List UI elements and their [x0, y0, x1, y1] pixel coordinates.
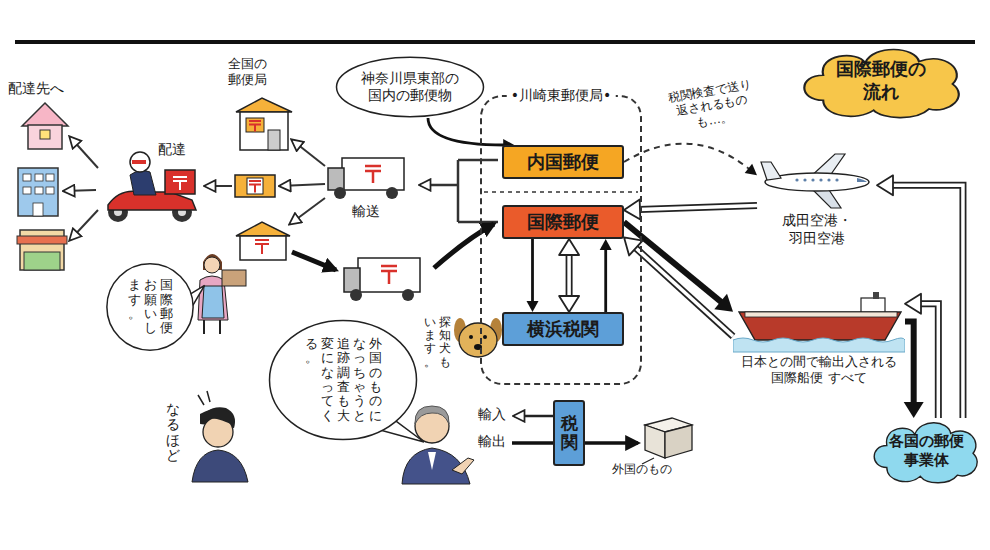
- connector-line: [624, 222, 721, 302]
- connector-inner: [892, 185, 963, 418]
- arrowhead: [877, 175, 893, 195]
- arrowheads: [559, 239, 579, 312]
- import-label: 輸入: [478, 406, 506, 424]
- delivery-label: 配達: [158, 141, 186, 159]
- transport-label: 輸送: [352, 203, 380, 221]
- node-text: 国際郵便お願いします。: [128, 278, 173, 335]
- connector-inner: [920, 304, 938, 418]
- connector-outline: [892, 185, 963, 418]
- arrowhead: [904, 402, 924, 418]
- node-text: 税関: [561, 414, 578, 451]
- arrowhead: [600, 239, 612, 250]
- arrowheads: [714, 294, 733, 312]
- customs-box: 横浜税関: [502, 312, 624, 346]
- arrowheads: [624, 200, 640, 220]
- node-text: 横浜税関: [527, 318, 599, 341]
- connector: [559, 239, 579, 312]
- arrowhead: [745, 164, 757, 176]
- arrowheads: [600, 239, 612, 250]
- title: 国際郵便の流れ: [833, 58, 929, 103]
- connector-label: 税関検査で送り返されるものも…。: [665, 77, 759, 135]
- ship-node: 日本との間で輸出入される 国際船便 すべて: [733, 292, 905, 391]
- arrowhead: [527, 301, 539, 312]
- arrowheads: [624, 237, 643, 255]
- speech-bubble: 国際郵便お願いします。: [106, 262, 194, 352]
- connector-inner: [567, 254, 571, 297]
- connector-line: [624, 144, 749, 169]
- connector-line: [604, 249, 607, 312]
- postal-operators-cloud: 各国の郵便事業体: [870, 418, 982, 484]
- connector-outline: [920, 304, 938, 418]
- arrowhead: [559, 296, 579, 312]
- node-text: 内国郵便: [527, 151, 599, 174]
- customs-box: 税関: [553, 400, 585, 466]
- connector-inner: [639, 206, 757, 210]
- node-text: 日本との間で輸出入される 国際船便 すべて: [739, 354, 899, 387]
- post-office-label: 全国の郵便局: [228, 56, 272, 89]
- arrowhead: [624, 237, 643, 255]
- speech-bubble: 神奈川県東部の国内の郵便物: [335, 56, 485, 118]
- arrowheads: [527, 301, 539, 312]
- dog-label: 探知犬もいます。: [424, 316, 451, 369]
- connector: [600, 239, 612, 312]
- airport-node: 成田空港・羽田空港: [757, 150, 877, 251]
- arrowheads: [905, 294, 921, 314]
- connector: [877, 175, 963, 418]
- connector-line: [905, 322, 914, 403]
- connector: [527, 239, 539, 312]
- foreign-goods-label: 外国のもの: [612, 462, 672, 477]
- domestic-mail-box: 内国郵便: [502, 145, 624, 179]
- arrowheads: [745, 164, 757, 176]
- arrowhead: [624, 200, 640, 220]
- export-label: 輸出: [478, 433, 506, 451]
- arrowhead: [905, 294, 921, 314]
- node-text: 各国の郵便事業体: [886, 432, 966, 470]
- connector: [624, 200, 757, 220]
- arrowheads: [904, 402, 924, 418]
- node-text: 外国のものになっちゃうと追跡調査も大変になってくる。: [305, 337, 382, 423]
- node-text: 神奈川県東部の国内の郵便物: [359, 70, 461, 105]
- connector-outline: [566, 254, 573, 297]
- arrowhead: [559, 239, 579, 255]
- arrowheads: [877, 175, 893, 195]
- exclamation-label: なるほど: [166, 402, 180, 464]
- airplane-icon: [757, 150, 877, 212]
- speech-bubble: 外国のものになっちゃうと追跡調査も大変になってくる。: [268, 318, 418, 442]
- node-text: 国際郵便: [527, 211, 599, 234]
- connector-outline: [639, 206, 757, 210]
- connector: [624, 144, 757, 176]
- connector-line: [531, 239, 534, 302]
- international-mail-box: 国際郵便: [502, 205, 624, 239]
- connector-outline: [635, 247, 733, 336]
- node-text: •川崎東郵便局•: [507, 86, 616, 104]
- connector: [905, 294, 938, 418]
- node-text: 成田空港・羽田空港: [778, 212, 856, 247]
- connector: [904, 322, 924, 418]
- connector-line: [428, 118, 504, 145]
- destination-label: 配達先へ: [8, 80, 64, 98]
- arrowhead: [714, 294, 733, 312]
- ship-icon: [733, 292, 905, 354]
- post-office-region: •川崎東郵便局•内国郵便国際郵便横浜税関: [480, 95, 642, 385]
- connector-inner: [635, 247, 733, 336]
